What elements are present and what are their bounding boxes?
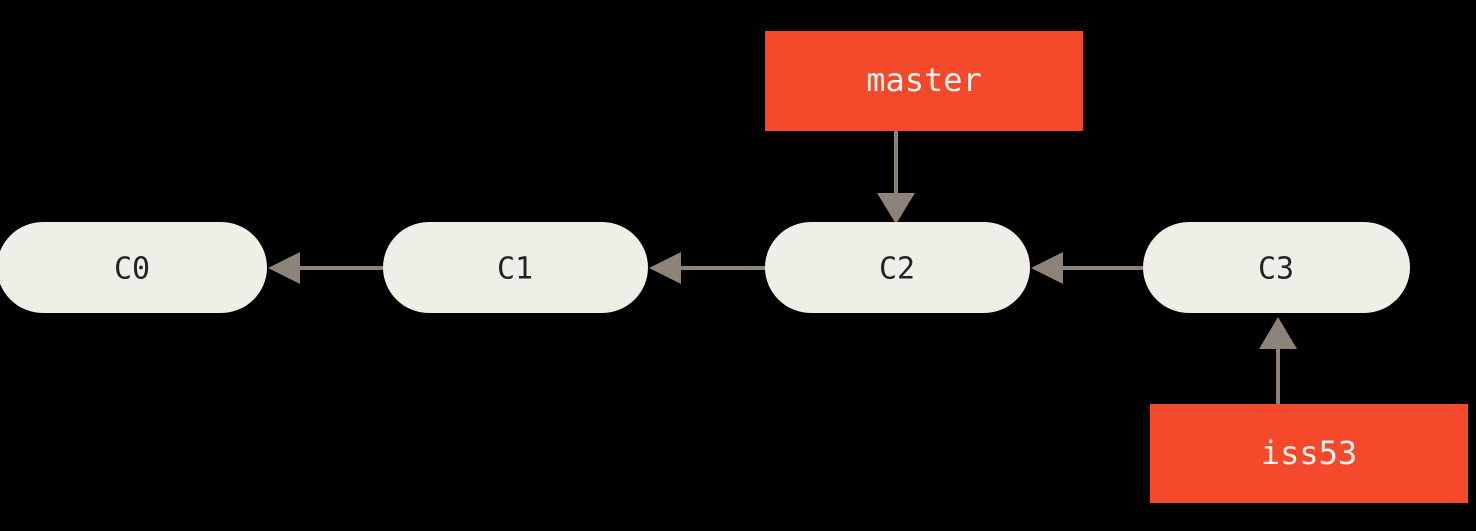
branch-label-master: master	[866, 61, 982, 99]
commit-label-c2: C2	[879, 252, 915, 287]
arrowhead-left-icon	[268, 252, 300, 284]
branch-node-shape	[765, 31, 1083, 131]
edge-c1-to-c0	[268, 252, 392, 284]
edges-layer	[268, 131, 1297, 404]
commit-node-shape	[1143, 222, 1410, 313]
commit-label-c1: C1	[497, 252, 533, 287]
commit-node-c2[interactable]: C2	[765, 222, 1030, 313]
branch-node-iss53[interactable]: iss53	[1150, 404, 1468, 503]
edge-master-to-c2	[877, 131, 915, 224]
commit-node-shape	[383, 222, 648, 313]
commit-node-c1[interactable]: C1	[383, 222, 648, 313]
arrowhead-left-icon	[649, 252, 681, 284]
edge-c2-to-c1	[649, 252, 775, 284]
arrowhead-left-icon	[1031, 252, 1063, 284]
commit-node-shape	[0, 222, 267, 313]
commit-node-shape	[765, 222, 1030, 313]
branch-node-shape	[1150, 404, 1468, 503]
arrowhead-up-icon	[1259, 317, 1297, 349]
branch-label-iss53: iss53	[1261, 434, 1357, 472]
commit-node-c3[interactable]: C3	[1143, 222, 1410, 313]
edge-c3-to-c2	[1031, 252, 1152, 284]
branches-layer: master iss53	[765, 31, 1468, 503]
arrowhead-down-icon	[877, 193, 915, 224]
commit-node-c0[interactable]: C0	[0, 222, 267, 313]
commit-label-c0: C0	[114, 252, 150, 287]
edge-iss53-to-c3	[1259, 317, 1297, 404]
commits-layer: C0 C1 C2 C3	[0, 222, 1410, 313]
branch-node-master[interactable]: master	[765, 31, 1083, 131]
commit-label-c3: C3	[1258, 252, 1294, 287]
